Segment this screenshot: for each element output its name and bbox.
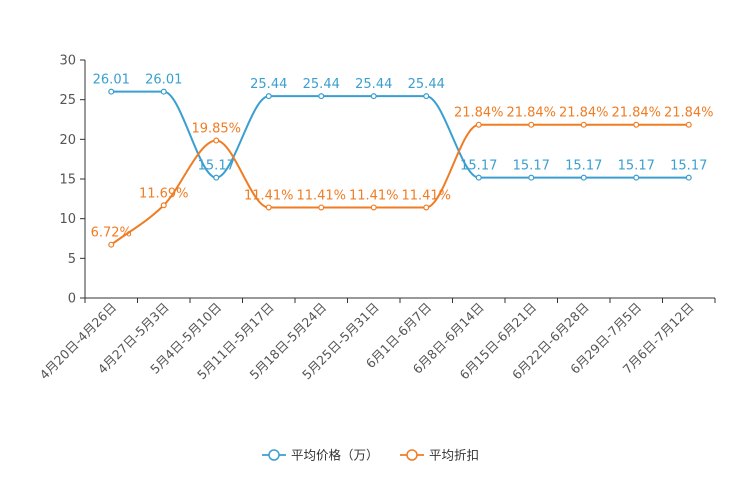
data-label: 15.17	[618, 159, 655, 174]
data-label: 11.41%	[244, 188, 294, 203]
data-point[interactable]	[265, 204, 272, 211]
legend-label: 平均价格（万）	[291, 448, 379, 463]
data-point[interactable]	[528, 121, 535, 128]
y-tick-label: 30	[59, 54, 76, 69]
data-label: 19.85%	[191, 122, 241, 137]
y-tick-label: 20	[59, 133, 76, 148]
data-label: 15.17	[670, 159, 707, 174]
data-point[interactable]	[318, 204, 325, 211]
data-point[interactable]	[475, 174, 482, 181]
chart-series-lines	[108, 88, 692, 248]
legend-label: 平均折扣	[429, 448, 479, 463]
data-label: 21.84%	[559, 106, 609, 121]
legend-marker-icon	[268, 449, 280, 461]
data-label: 21.84%	[506, 106, 556, 121]
y-tick-label: 25	[59, 93, 76, 108]
y-tick-label: 15	[59, 173, 76, 188]
data-point[interactable]	[423, 93, 430, 100]
data-label: 26.01	[93, 73, 130, 88]
data-point[interactable]	[528, 174, 535, 181]
legend-marker-icon	[406, 449, 418, 461]
data-point[interactable]	[370, 93, 377, 100]
data-label: 11.41%	[296, 188, 346, 203]
data-point[interactable]	[213, 174, 220, 181]
data-point[interactable]	[580, 121, 587, 128]
data-point[interactable]	[423, 204, 430, 211]
y-tick-label: 5	[68, 252, 76, 267]
data-point[interactable]	[633, 121, 640, 128]
data-label: 25.44	[303, 77, 340, 92]
y-tick-label: 10	[59, 212, 76, 227]
data-point[interactable]	[108, 241, 115, 248]
data-label: 11.41%	[401, 188, 451, 203]
chart-data-labels: 26.01 26.01 15.17 25.44 25.44 25.44 25.44 15.17…	[91, 73, 714, 241]
chart-axes: 0510152025304月20日-4月26日4月27日-5月3日5月4日-5月…	[36, 54, 716, 382]
data-label: 11.41%	[349, 188, 399, 203]
data-point[interactable]	[213, 137, 220, 144]
data-point[interactable]	[685, 121, 692, 128]
data-point[interactable]	[580, 174, 587, 181]
data-label: 26.01	[145, 73, 182, 88]
data-label: 15.17	[513, 159, 550, 174]
y-tick-label: 0	[68, 292, 76, 307]
data-label: 15.17	[460, 159, 497, 174]
legend-item-1[interactable]: 平均折扣	[400, 448, 479, 463]
data-label: 15.17	[198, 159, 235, 174]
data-point[interactable]	[160, 202, 167, 209]
series-line-1	[110, 123, 689, 246]
data-point[interactable]	[318, 93, 325, 100]
data-label: 21.84%	[454, 106, 504, 121]
data-label: 25.44	[408, 77, 445, 92]
data-label: 25.44	[355, 77, 392, 92]
data-label: 6.72%	[91, 226, 132, 241]
legend-item-0[interactable]: 平均价格（万）	[262, 448, 379, 463]
data-point[interactable]	[370, 204, 377, 211]
data-label: 15.17	[565, 159, 602, 174]
data-label: 21.84%	[664, 106, 714, 121]
data-point[interactable]	[108, 88, 115, 95]
data-point[interactable]	[685, 174, 692, 181]
data-label: 11.69%	[139, 186, 189, 201]
data-point[interactable]	[475, 121, 482, 128]
data-point[interactable]	[160, 88, 167, 95]
chart-legend[interactable]: 平均价格（万） 平均折扣	[262, 448, 479, 463]
data-label: 25.44	[250, 77, 287, 92]
data-point[interactable]	[265, 93, 272, 100]
data-point[interactable]	[633, 174, 640, 181]
data-label: 21.84%	[611, 106, 661, 121]
